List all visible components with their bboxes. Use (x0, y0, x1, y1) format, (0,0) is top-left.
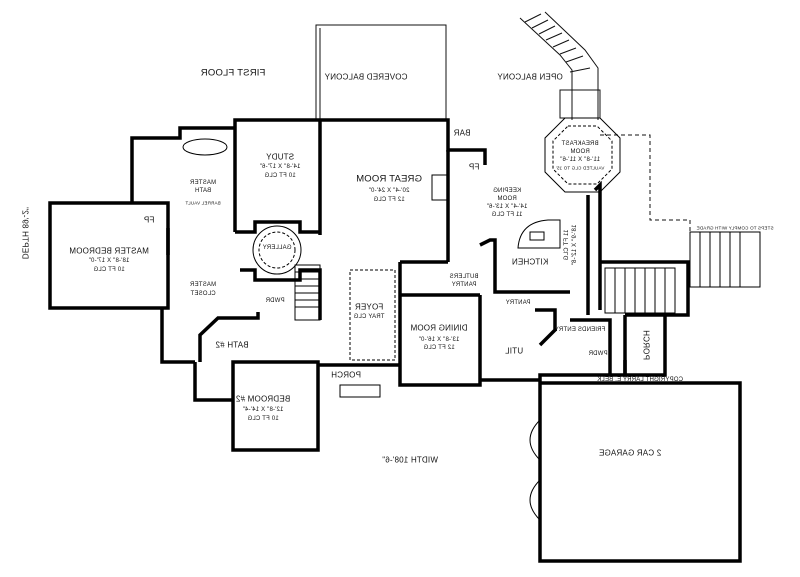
master-closet-label: MASTER (189, 282, 217, 288)
garage-label: 2 CAR GARAGE (598, 448, 662, 458)
dining-walls (398, 262, 482, 387)
bar-label: BAR (453, 128, 471, 138)
side-porch-label: PORCH (641, 330, 651, 360)
master-closet-label-2: CLOSET (190, 291, 216, 297)
study-ceiling: 10 FT CLG (264, 173, 296, 179)
bath-2-label: BATH #2 (215, 340, 249, 350)
copyright-text: COPYRIGHT LARRY E. BELK (597, 377, 683, 383)
wall (130, 126, 235, 203)
powder-room-label: PWDR (265, 298, 285, 304)
fireplace-keeping-label: FP (468, 162, 480, 172)
breakfast-size: 11'-8" X 11'-6" (559, 157, 601, 163)
bedroom-2-size: 12'-8" X 14'-4" (242, 407, 284, 413)
master-bath-label-2: BATH (194, 188, 212, 194)
great-room-label: GREAT ROOM (355, 173, 423, 185)
gallery-rotunda (252, 225, 302, 275)
friends-entry-label: FRIENDS ENTRY (554, 327, 606, 333)
master-bedroom-label: MASTER BEDROOM (69, 246, 149, 256)
keeping-room-label-2: ROOM (497, 196, 517, 202)
breakfast-label-2: ROOM (570, 149, 590, 155)
master-bedroom-walls (48, 201, 170, 310)
pantry-label: PANTRY (505, 300, 531, 306)
garage-walls (538, 381, 742, 563)
front-porch-label: PORCH (331, 370, 361, 380)
master-bath-ceiling: BARREL VAULT (185, 200, 221, 206)
kitchen-label: KITCHEN (511, 257, 549, 267)
fireplace-master-label: FP (143, 215, 155, 225)
kitchen-size: 18'-9" X 12'-8" (572, 224, 578, 266)
util-label: UTIL (504, 346, 524, 356)
bedroom-2-ceiling: 10 FT CLG (247, 416, 279, 422)
gallery-label: GALLERY (262, 245, 292, 251)
covered-balcony-label: COVERED BALCONY (324, 72, 408, 82)
kitchen-island (517, 219, 561, 249)
width-dimension: WIDTH 108'-6" (382, 455, 438, 465)
master-bath-label: MASTER (189, 180, 217, 186)
breakfast-label: BREAKFAST (561, 141, 599, 147)
butlers-pantry-label-2: PANTRY (451, 282, 477, 288)
study-size: 14'-8" X 17'-6" (259, 164, 301, 170)
butlers-pantry-label: BUTLERS (449, 274, 479, 280)
interior-stair (294, 264, 321, 321)
keeping-room-size: 14'-4" X 13'-6" (486, 204, 528, 210)
great-room-size: 20'-4" X 24'-0" (368, 188, 410, 194)
dining-room-size: 13'-8" X 16'-0" (418, 337, 460, 343)
dining-room-ceiling: 12 FT CLG (423, 345, 455, 351)
dining-room-label: DINING ROOM (410, 323, 468, 333)
keeping-room-label: KEEPING (492, 188, 522, 194)
master-bedroom-size: 18'-8" X 17'-0" (88, 258, 130, 264)
breakfast-ceiling: VAULTED CLG TO 15' (555, 165, 605, 171)
steps-note: STEPS TO COMPLY WITH GRADE (696, 225, 774, 231)
keeping-room-ceiling: 11 FT CLG (491, 212, 523, 218)
study-label: STUDY (265, 152, 295, 162)
powder-room-2-label: PWDR (588, 351, 608, 357)
master-bedroom-ceiling: 10 FT CLG (93, 267, 125, 273)
kitchen-ceiling: 11 FT CLG (564, 229, 570, 261)
wall (233, 118, 487, 232)
breakfast-octagon (544, 117, 621, 193)
side-stair (604, 231, 761, 314)
curved-exterior-stair (519, 11, 599, 120)
foyer-ceiling: TRAY CLG (353, 314, 385, 320)
bedroom-2-walls (231, 360, 320, 452)
foyer-label: FOYER (354, 302, 384, 312)
great-room-ceiling: 12 FT CLG (373, 197, 405, 203)
open-balcony-label: OPEN BALCONY (497, 72, 563, 82)
bedroom-2-label: BEDROOM #2 (235, 394, 291, 404)
plan-title: FIRST FLOOR (200, 67, 266, 79)
depth-dimension: DEPTH 89'-2" (20, 206, 30, 260)
